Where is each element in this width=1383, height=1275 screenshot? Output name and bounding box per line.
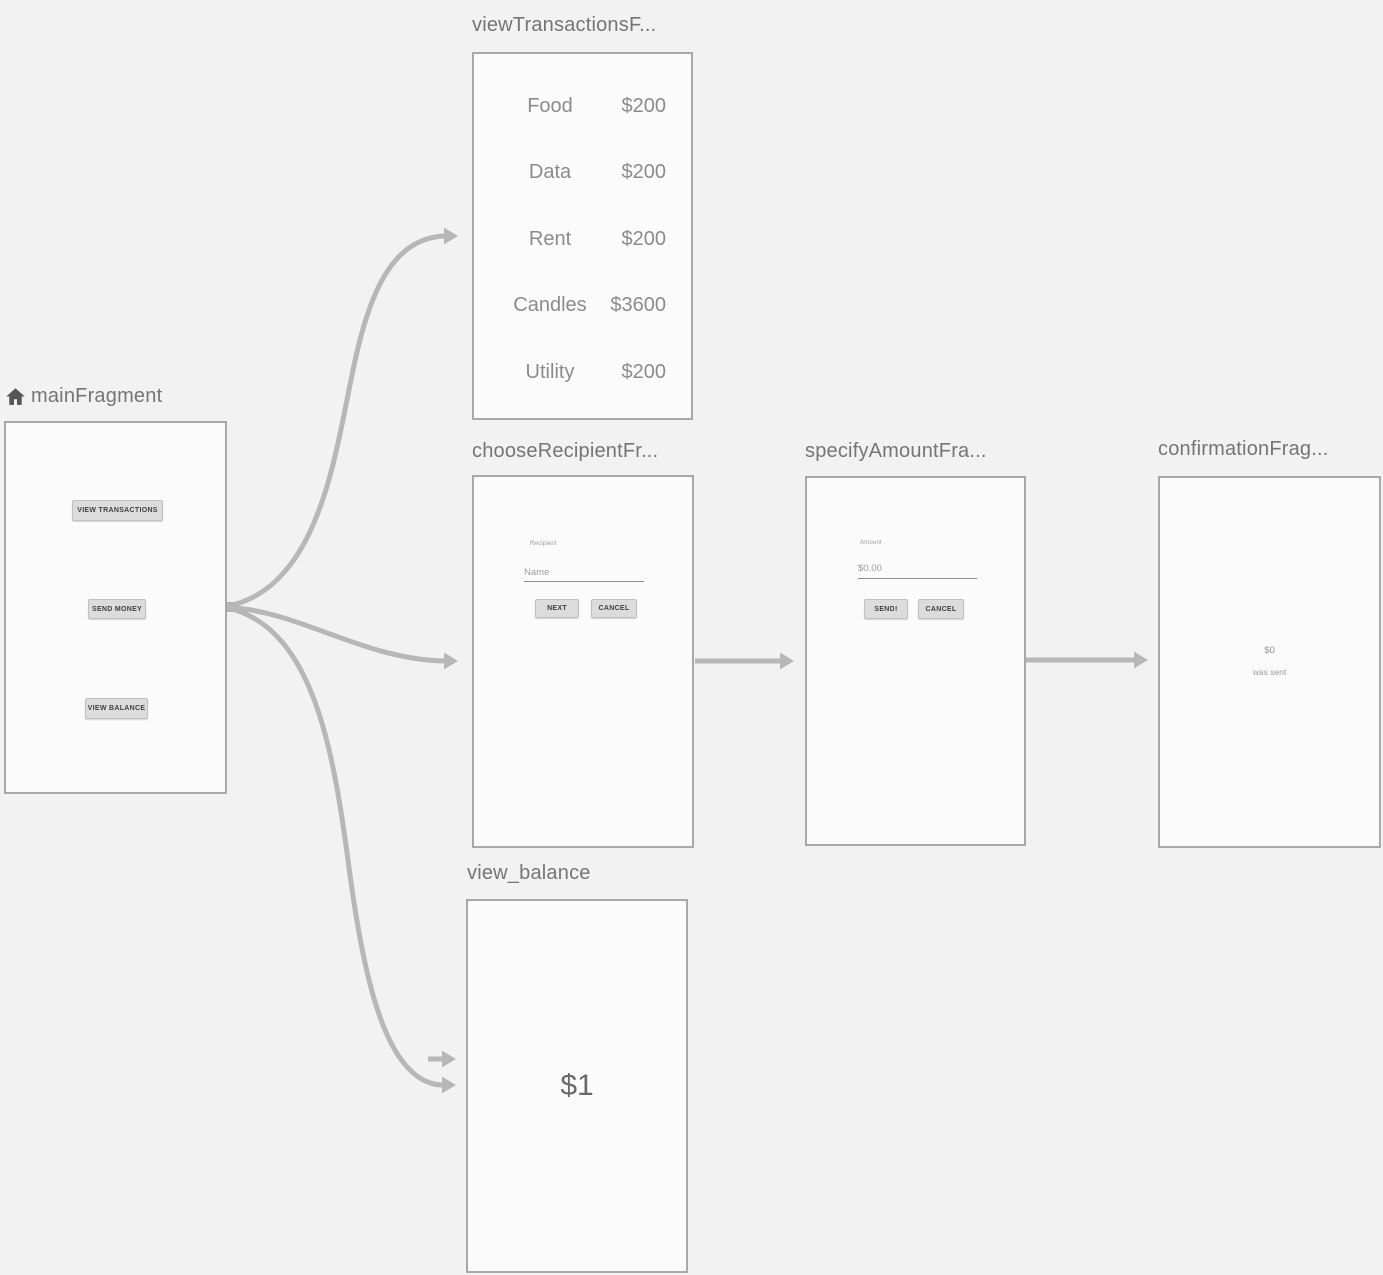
action-main-to-view-balance[interactable] xyxy=(223,604,456,1094)
amount-input-underline xyxy=(858,578,977,579)
recipient-field-label: Recipient xyxy=(530,541,557,547)
preview-button-view-balance: VIEW BALANCE xyxy=(85,698,148,719)
preview-button-send: SEND! xyxy=(864,599,908,619)
transaction-row: Utility $200 xyxy=(474,360,691,384)
fragment-title-specify-amount-label: specifyAmountFra... xyxy=(805,440,987,462)
transaction-row: Data $200 xyxy=(474,160,691,184)
home-icon xyxy=(6,388,25,405)
transaction-name: Rent xyxy=(528,228,572,250)
fragment-card-choose-recipient[interactable]: Recipient Name NEXT CANCEL xyxy=(472,475,694,848)
fragment-title-main-label: mainFragment xyxy=(31,385,163,407)
fragment-title-confirmation-label: confirmationFrag... xyxy=(1158,438,1329,460)
transaction-name: Data xyxy=(528,161,572,183)
action-main-to-choose-recipient[interactable] xyxy=(223,604,458,670)
fragment-title-choose-recipient[interactable]: chooseRecipientFr... xyxy=(472,440,658,463)
preview-button-cancel: CANCEL xyxy=(918,599,964,619)
transaction-amount: $3600 xyxy=(610,294,666,316)
fragment-title-specify-amount[interactable]: specifyAmountFra... xyxy=(805,440,987,463)
fragment-title-main[interactable]: mainFragment xyxy=(5,385,162,408)
fragment-title-view-balance-label: view_balance xyxy=(467,862,591,884)
transaction-amount: $200 xyxy=(621,361,667,383)
transaction-row: Candles $3600 xyxy=(474,293,691,317)
transaction-amount: $200 xyxy=(621,228,667,250)
confirmation-amount: $0 xyxy=(1264,645,1275,656)
recipient-input-underline xyxy=(524,581,644,582)
action-choose-recipient-to-specify-amount[interactable] xyxy=(695,652,794,670)
confirmation-message: was sent xyxy=(1252,667,1287,677)
transaction-row: Food $200 xyxy=(474,94,691,118)
fragment-title-view-balance[interactable]: view_balance xyxy=(467,862,591,885)
preview-button-cancel: CANCEL xyxy=(591,599,637,618)
balance-value: $1 xyxy=(560,1069,594,1102)
transaction-amount: $200 xyxy=(621,161,667,183)
transaction-row: Rent $200 xyxy=(474,227,691,251)
fragment-card-confirmation[interactable]: $0 was sent xyxy=(1158,476,1381,848)
recipient-name-input: Name xyxy=(524,567,550,578)
preview-button-view-transactions: VIEW TRANSACTIONS xyxy=(72,500,163,521)
action-specify-amount-to-confirmation[interactable] xyxy=(1026,651,1148,669)
fragment-title-confirmation[interactable]: confirmationFrag... xyxy=(1158,438,1329,461)
transaction-amount: $200 xyxy=(621,95,667,117)
transaction-name: Utility xyxy=(525,361,575,383)
fragment-card-view-transactions[interactable]: Food $200 Data $200 Rent $200 Candles $3… xyxy=(472,52,693,420)
fragment-title-view-transactions[interactable]: viewTransactionsF... xyxy=(472,14,656,37)
preview-button-next: NEXT xyxy=(535,599,579,618)
fragment-title-view-transactions-label: viewTransactionsF... xyxy=(472,14,657,36)
fragment-card-view-balance[interactable]: $1 xyxy=(466,899,688,1273)
action-main-to-view-transactions[interactable] xyxy=(223,227,458,610)
transaction-name: Candles xyxy=(513,294,587,316)
amount-field-label: Amount xyxy=(860,540,882,546)
action-stub-to-view-balance[interactable] xyxy=(428,1050,456,1068)
fragment-title-choose-recipient-label: chooseRecipientFr... xyxy=(472,440,659,462)
transaction-name: Food xyxy=(527,95,573,117)
fragment-card-main[interactable]: VIEW TRANSACTIONS SEND MONEY VIEW BALANC… xyxy=(4,421,227,794)
fragment-card-specify-amount[interactable]: Amount $0.00 SEND! CANCEL xyxy=(805,476,1026,846)
amount-input: $0.00 xyxy=(858,563,882,574)
preview-button-send-money: SEND MONEY xyxy=(88,599,146,619)
